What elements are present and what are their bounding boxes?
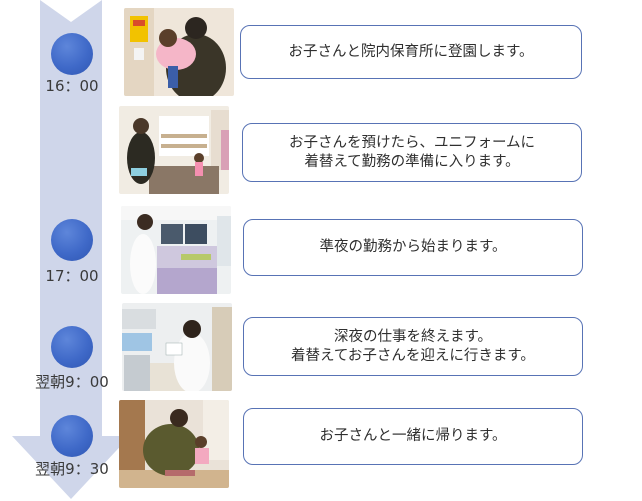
step-2-line-2: 着替えて勤務の準備に入ります。 xyxy=(304,153,520,170)
timeline-dot-3 xyxy=(51,326,93,368)
nurse-station-photo xyxy=(121,206,231,294)
step-1-line-1: お子さんと院内保育所に登園します。 xyxy=(288,43,534,60)
parent-with-child-shoes-photo xyxy=(119,400,229,488)
step-5-line-1: お子さんと一緒に帰ります。 xyxy=(319,428,507,444)
step-4-text-box: 深夜の仕事を終えます。 着替えてお子さんを迎えに行きます。 xyxy=(243,317,583,376)
step-3-text-box: 準夜の勤務から始まります。 xyxy=(243,219,583,276)
step-1-text-box: お子さんと院内保育所に登園します。 xyxy=(240,25,582,79)
timeline-dot-4 xyxy=(51,415,93,457)
step-2-text-box: お子さんを預けたら、ユニフォームに 着替えて勤務の準備に入ります。 xyxy=(242,123,582,182)
time-label-next-morning-900: 翌朝9：00 xyxy=(35,373,109,391)
step-4-line-1: 深夜の仕事を終えます。 xyxy=(333,328,493,345)
parent-carrying-child-photo xyxy=(124,8,234,96)
timeline-dot-1 xyxy=(51,33,93,75)
daycare-room-photo xyxy=(119,106,229,194)
timeline-dot-2 xyxy=(51,219,93,261)
step-5-text-box: お子さんと一緒に帰ります。 xyxy=(243,408,583,465)
time-label-next-morning-930: 翌朝9：30 xyxy=(35,460,109,478)
time-label-1700: 17：00 xyxy=(45,267,99,285)
time-label-1600: 16：00 xyxy=(45,77,99,95)
step-2-line-1: お子さんを預けたら、ユニフォームに xyxy=(288,134,536,151)
step-3-line-1: 準夜の勤務から始まります。 xyxy=(319,239,507,255)
step-4-line-2: 着替えてお子さんを迎えに行きます。 xyxy=(291,347,535,364)
nurse-writing-photo xyxy=(122,303,232,391)
